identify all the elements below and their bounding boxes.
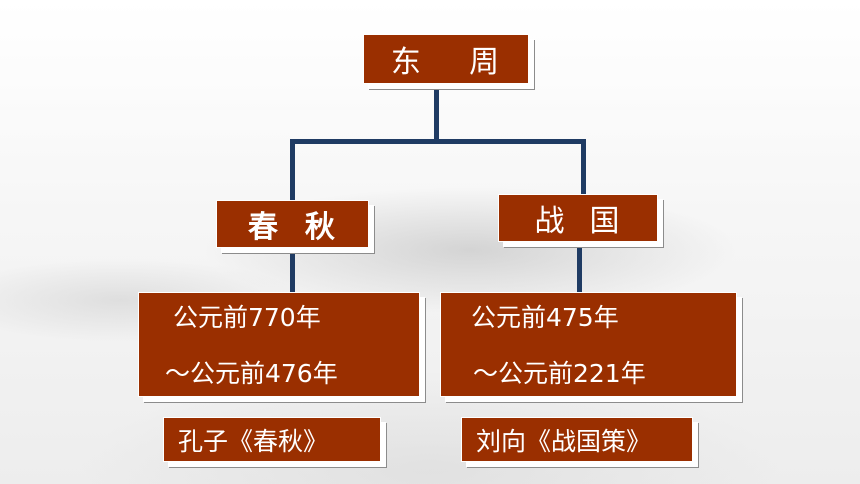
date-end: ～公元前476年 [165, 359, 338, 388]
branch-node-chunqiu: 春 秋 [216, 200, 369, 248]
root-node: 东 周 [363, 34, 529, 84]
date-start: 公元前770年 [173, 303, 321, 332]
branch-node-zhanguo: 战 国 [498, 194, 658, 242]
branch-title: 战 国 [534, 204, 622, 239]
connector-left-stem [290, 248, 295, 292]
source-zhanguo: 刘向《战国策》 [461, 417, 693, 462]
connector-root-stem [434, 86, 439, 141]
source-chunqiu: 孔子《春秋》 [163, 417, 381, 462]
root-label: 东 周 [390, 45, 502, 80]
source-text: 刘向《战国策》 [476, 426, 652, 456]
date-range-zhanguo: 公元前475年 ～公元前221年 [440, 292, 737, 397]
date-range-chunqiu: 公元前770年 ～公元前476年 [138, 292, 420, 397]
connector-right-stem [577, 243, 582, 292]
connector-horizontal [290, 139, 586, 144]
connector-right-drop [581, 139, 586, 195]
branch-title: 春 秋 [248, 210, 337, 245]
source-text: 孔子《春秋》 [178, 426, 329, 456]
connector-left-drop [290, 139, 295, 201]
date-end: ～公元前221年 [473, 359, 646, 388]
date-start: 公元前475年 [471, 303, 619, 332]
